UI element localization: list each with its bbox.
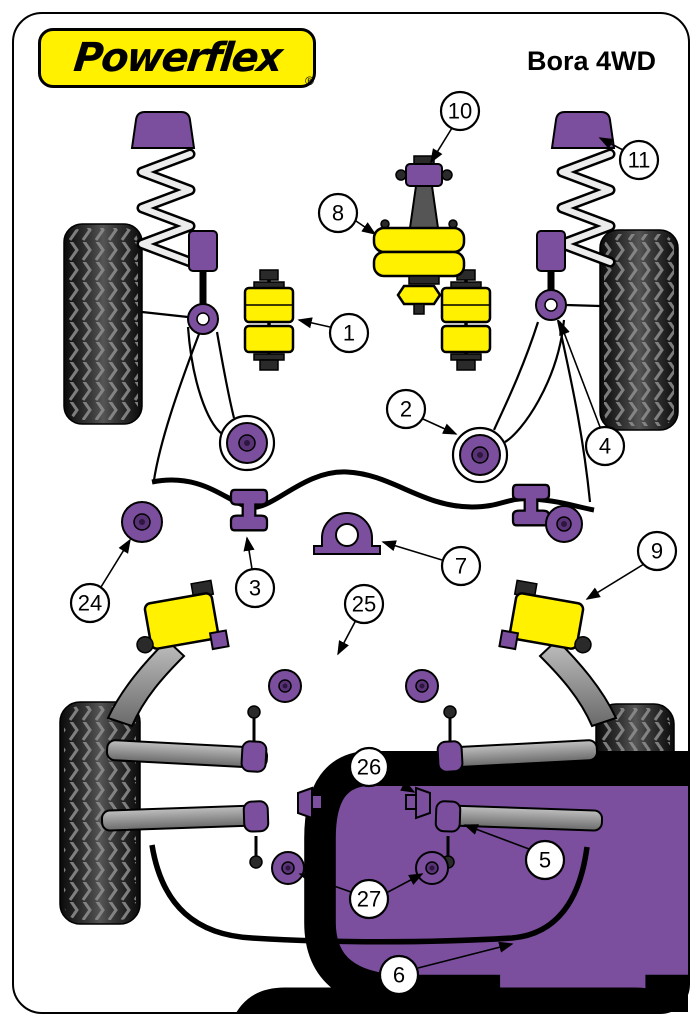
callout-25: 25 <box>343 583 385 625</box>
front-left-drop-link <box>152 333 201 481</box>
engine-mount-yellow-stack <box>372 219 466 315</box>
svg-text:3: 3 <box>249 576 261 601</box>
svg-text:8: 8 <box>332 201 344 226</box>
rear-suspension <box>59 579 688 1012</box>
svg-text:7: 7 <box>455 554 467 579</box>
callout-26: 26 <box>348 746 390 788</box>
page-title: Bora 4WD <box>526 46 656 76</box>
svg-text:4: 4 <box>599 434 611 459</box>
rear-left-upper-bolt <box>247 705 261 742</box>
callout-2: 2 <box>385 388 427 430</box>
rear-arb-bush-right <box>510 1001 688 1012</box>
front-left-control-arm <box>186 326 276 472</box>
rear-center-disc-right <box>405 669 439 703</box>
rear-disc-bush-left <box>271 851 305 885</box>
front-right-tire <box>599 229 679 431</box>
dogbone-link <box>408 185 440 229</box>
svg-text:24: 24 <box>78 591 102 616</box>
page-border: Powerflex ® Bora 4WD <box>12 12 690 1014</box>
callout-8: 8 <box>317 192 359 234</box>
front-arb-bush-right <box>511 483 551 527</box>
front-left-strut-bush <box>188 230 218 272</box>
rear-right-yellow-bush <box>498 579 592 654</box>
callout-10: 10 <box>439 90 481 132</box>
callout-6: 6 <box>378 954 420 996</box>
front-right-outer-disc-bush <box>545 505 583 543</box>
svg-text:26: 26 <box>357 755 381 780</box>
rear-left-lower-arm <box>100 800 270 833</box>
suspension-diagram: 10 11 8 1 2 4 9 <box>59 90 688 1012</box>
callout-3: 3 <box>234 567 276 609</box>
svg-text:9: 9 <box>651 539 663 564</box>
rear-inner-cone-bush-right <box>405 786 431 820</box>
svg-text:5: 5 <box>539 848 551 873</box>
callout-1: 1 <box>328 312 370 354</box>
rear-right-trailing-arm <box>538 638 618 728</box>
rear-anti-roll-bar <box>149 844 590 945</box>
front-right-drop-link <box>556 319 592 503</box>
front-left-outer-disc-bush <box>121 501 163 543</box>
callout-11: 11 <box>618 139 660 181</box>
rear-left-yellow-bush <box>136 579 230 654</box>
callout-badges: 10 11 8 1 2 4 9 <box>69 90 678 996</box>
rear-left-trailing-arm <box>106 638 186 728</box>
rear-inner-cone-bush-left <box>297 786 323 820</box>
front-suspension <box>63 111 679 555</box>
callout-7: 7 <box>440 545 482 587</box>
front-left-strut-top-mount <box>130 111 196 149</box>
front-right-control-arm <box>451 319 566 484</box>
front-left-tire <box>63 223 143 425</box>
callout-24: 24 <box>69 582 111 624</box>
rear-right-upper-bolt <box>443 705 457 742</box>
powerflex-logo: Powerflex ® <box>38 28 316 88</box>
callout-5: 5 <box>524 839 566 881</box>
front-right-arm-ring-bush <box>535 289 567 321</box>
svg-text:6: 6 <box>393 963 405 988</box>
front-left-axle-line <box>141 310 189 319</box>
callout-27: 27 <box>348 878 390 920</box>
svg-text:1: 1 <box>343 321 355 346</box>
callout-arrows <box>100 127 645 969</box>
svg-text:10: 10 <box>448 99 472 124</box>
front-left-coil-spring <box>136 148 196 268</box>
front-right-strut-bush <box>536 230 566 272</box>
callout-9: 9 <box>636 530 678 572</box>
rear-left-lower-bolt <box>249 836 263 869</box>
upper-engine-mount <box>395 155 453 187</box>
front-right-axle-line <box>565 303 601 308</box>
svg-text:11: 11 <box>628 148 651 173</box>
steering-rack-clamp <box>313 512 381 555</box>
callout-4: 4 <box>584 425 626 467</box>
front-right-strut-top-mount <box>550 111 616 149</box>
svg-text:2: 2 <box>400 397 412 422</box>
front-right-yellow-bush-kit <box>440 269 492 371</box>
registered-trademark-icon: ® <box>305 74 314 88</box>
svg-text:27: 27 <box>357 887 381 912</box>
rear-center-disc-left <box>268 669 302 703</box>
rear-right-lower-arm <box>434 800 604 833</box>
front-left-arm-ring-bush <box>187 303 219 335</box>
rear-right-upper-arm <box>435 739 599 773</box>
front-left-yellow-bush-kit <box>243 269 295 371</box>
rear-disc-bush-right <box>415 851 449 885</box>
svg-text:25: 25 <box>352 592 376 617</box>
front-arb-bush-left <box>229 488 269 532</box>
